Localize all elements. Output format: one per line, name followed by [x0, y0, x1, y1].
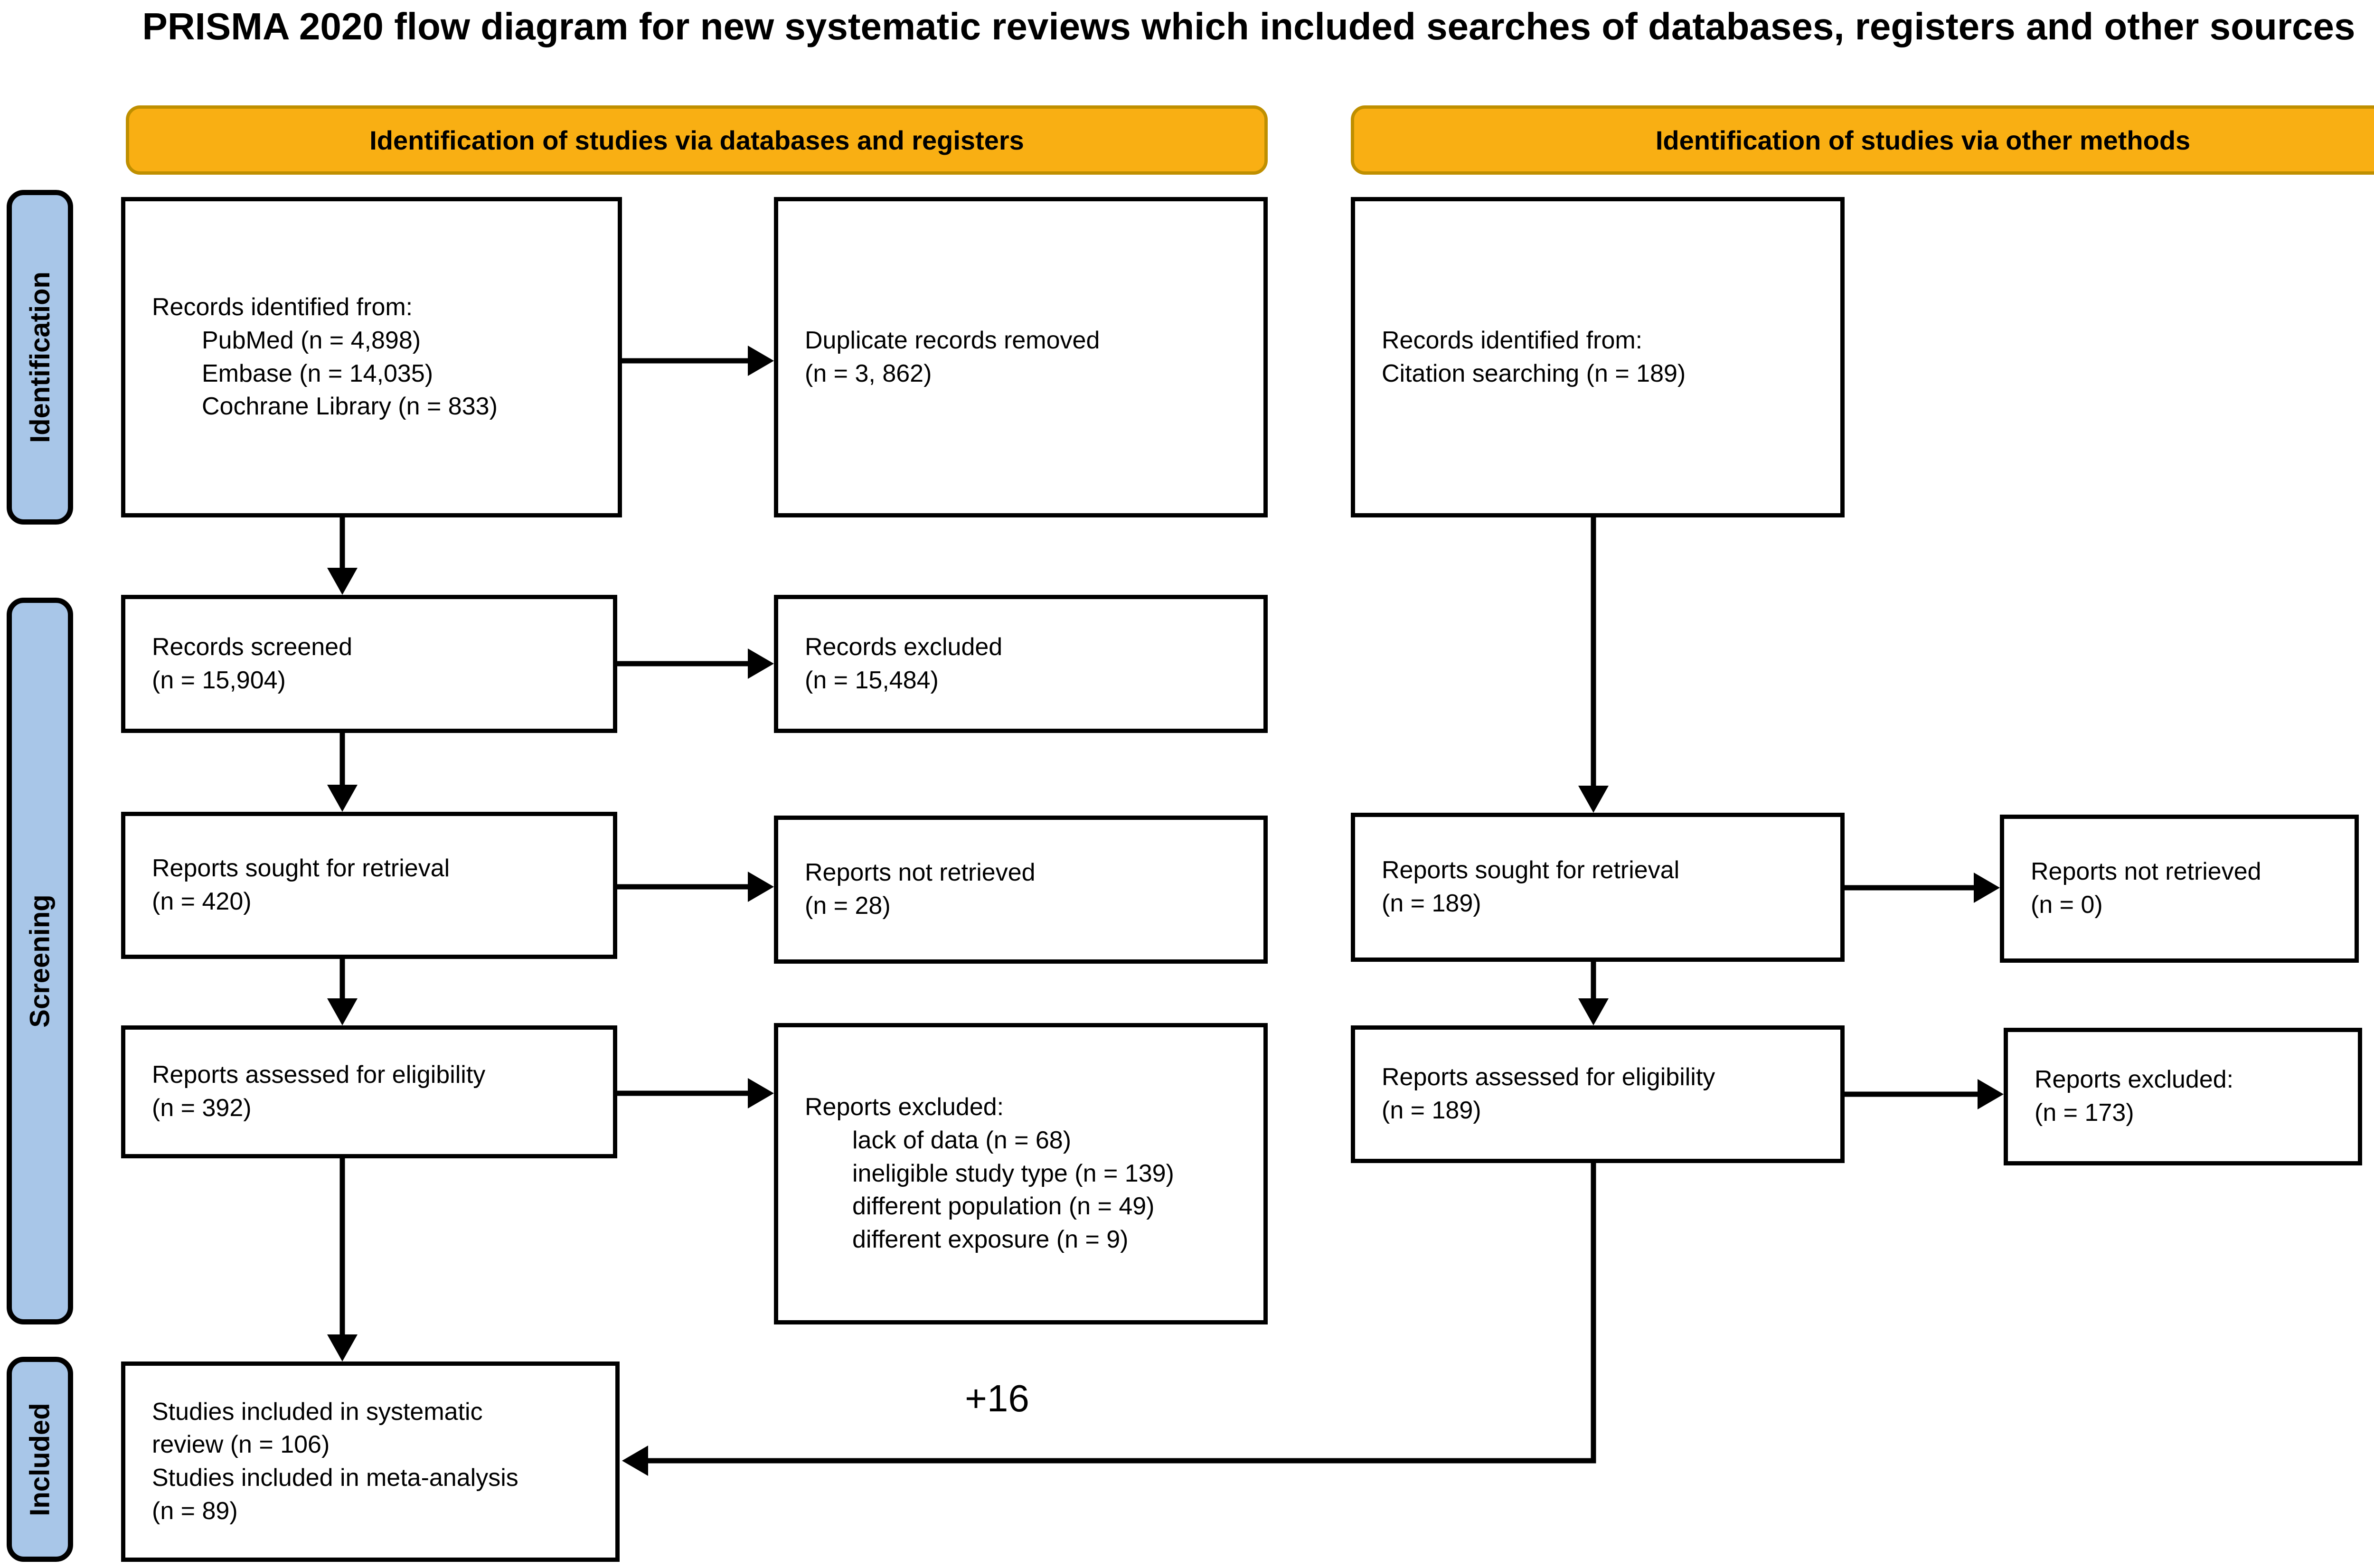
box-line: different population (n = 49) [852, 1192, 1155, 1221]
box-line: lack of data (n = 68) [852, 1126, 1072, 1154]
arrow-assessed-to-excluded-reasons [616, 1078, 774, 1108]
box-line: (n = 392) [152, 1094, 252, 1122]
box-line: (n = 189) [1382, 1097, 1481, 1124]
banner-databases-registers: Identification of studies via databases … [126, 105, 1268, 175]
arrow-assessed-other-to-excluded-other [1844, 1079, 2004, 1109]
box-line: Records excluded [805, 633, 1003, 661]
stage-label-identification-text: Identification [24, 272, 56, 443]
box-line: PubMed (n = 4,898) [202, 326, 421, 354]
box-line: (n = 15,904) [152, 666, 286, 694]
box-line: (n = 0) [2031, 891, 2103, 919]
box-line: Reports excluded: [805, 1093, 1004, 1121]
arrow-identified-to-screened [327, 517, 358, 595]
box-line: Records identified from: [1382, 326, 1643, 354]
box-line: Reports assessed for eligibility [1382, 1063, 1715, 1091]
banner-other-methods: Identification of studies via other meth… [1351, 105, 2374, 175]
box-reports-assessed-databases: Reports assessed for eligibility (n = 39… [121, 1025, 617, 1158]
box-line: different exposure (n = 9) [852, 1226, 1129, 1253]
stage-label-screening: Screening [7, 598, 73, 1324]
box-line: Embase (n = 14,035) [202, 359, 433, 387]
box-records-identified-databases: Records identified from: PubMed (n = 4,8… [121, 197, 622, 517]
box-reports-excluded-other: Reports excluded: (n = 173) [2004, 1028, 2362, 1165]
box-line: Reports sought for retrieval [1382, 856, 1680, 884]
arrow-screened-to-excluded [616, 648, 774, 679]
arrow-assessed-to-included [327, 1158, 358, 1361]
arrow-sought-to-not-retrieved [616, 872, 774, 902]
box-studies-included: Studies included in systematic review (n… [121, 1361, 620, 1562]
box-line: (n = 15,484) [805, 666, 939, 694]
box-line: Studies included in systematic review (n… [152, 1398, 483, 1459]
box-line: Duplicate records removed [805, 326, 1100, 354]
box-line: Citation searching (n = 189) [1382, 359, 1686, 387]
box-line: (n = 3, 862) [805, 359, 932, 387]
box-line: Studies included in meta-analysis (n = 8… [152, 1464, 518, 1525]
box-line: (n = 28) [805, 892, 891, 920]
arrow-sought-other-to-assessed-other [1578, 962, 1609, 1025]
arrow-identified-to-duplicates [621, 346, 774, 376]
box-records-excluded: Records excluded (n = 15,484) [774, 595, 1268, 733]
box-line: Reports excluded: [2035, 1066, 2234, 1094]
box-reports-not-retrieved-other: Reports not retrieved (n = 0) [2000, 815, 2359, 963]
box-reports-excluded-reasons: Reports excluded: lack of data (n = 68) … [774, 1023, 1268, 1324]
citation-join-count-label: +16 [965, 1377, 1029, 1419]
box-line: (n = 173) [2035, 1099, 2134, 1127]
box-line: Records screened [152, 633, 352, 661]
box-line: Cochrane Library (n = 833) [202, 393, 498, 421]
stage-label-included: Included [7, 1357, 73, 1562]
arrow-sought-other-to-not-retrieved-other [1844, 873, 2000, 903]
box-records-screened: Records screened (n = 15,904) [121, 595, 617, 733]
stage-label-screening-text: Screening [24, 894, 56, 1028]
box-reports-assessed-other: Reports assessed for eligibility (n = 18… [1351, 1025, 1845, 1163]
box-line: Reports assessed for eligibility [152, 1061, 486, 1089]
box-reports-sought-databases: Reports sought for retrieval (n = 420) [121, 812, 617, 959]
box-line: Reports not retrieved [2031, 858, 2261, 886]
box-duplicate-records-removed: Duplicate records removed (n = 3, 862) [774, 197, 1268, 517]
arrow-assessed-other-to-included [622, 1163, 1596, 1476]
box-line: (n = 189) [1382, 890, 1481, 917]
diagram-title: PRISMA 2020 flow diagram for new systema… [142, 5, 2355, 47]
arrow-citation-to-sought [1578, 517, 1609, 813]
arrow-screened-to-sought [327, 733, 358, 812]
box-line: (n = 420) [152, 888, 252, 915]
box-line: ineligible study type (n = 139) [852, 1159, 1174, 1187]
box-line: Reports not retrieved [805, 859, 1036, 887]
box-reports-not-retrieved-databases: Reports not retrieved (n = 28) [774, 816, 1268, 964]
stage-label-identification: Identification [7, 190, 73, 525]
box-reports-sought-other: Reports sought for retrieval (n = 189) [1351, 813, 1845, 962]
stage-label-included-text: Included [24, 1402, 56, 1516]
box-records-identified-citation: Records identified from: Citation search… [1351, 197, 1845, 517]
box-line: Records identified from: [152, 293, 413, 321]
arrow-sought-to-assessed [327, 959, 358, 1025]
box-line: Reports sought for retrieval [152, 854, 450, 883]
